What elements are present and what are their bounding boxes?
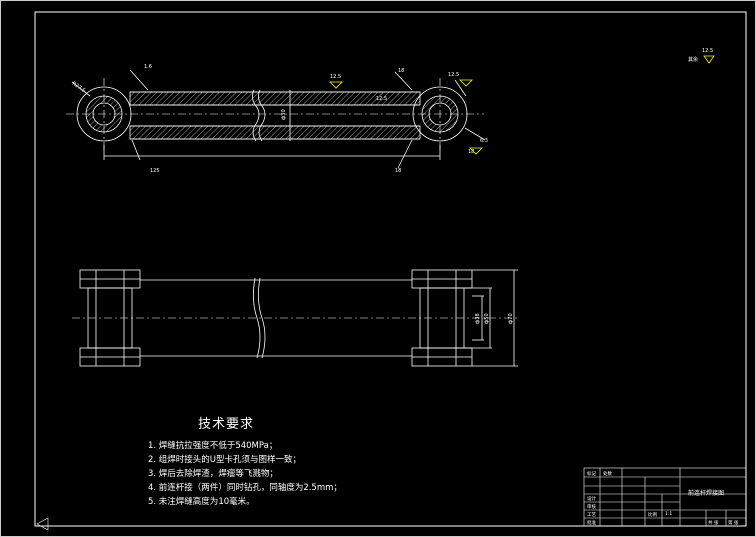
side-view-dims: ф38 ф50 ф70 [475, 313, 514, 324]
title-block [583, 467, 747, 527]
title-block-cell: 处数 [603, 472, 612, 477]
tech-requirements: 技术要求 1. 焊缝抗拉强度不低于540MPa； 2. 组焊时接头的U型卡孔须与… [148, 413, 448, 509]
side-break-line-2 [258, 277, 266, 359]
weld-symbols [329, 55, 715, 155]
break-line [252, 89, 260, 142]
title-block-name: 前连杆焊接图 [688, 490, 725, 497]
tech-req-item: 5. 未注焊缝高度为10毫米。 [148, 497, 255, 507]
inner-frame [34, 11, 747, 527]
title-block-cell: 工艺 [587, 513, 596, 518]
title-block-cell: 审核 [587, 505, 596, 510]
title-block-cell: 第 张 [728, 521, 739, 526]
tech-req-item: 3. 焊后去除焊渣，焊瘤等飞溅物； [148, 469, 278, 479]
dim-label: 18 [395, 168, 401, 174]
title-block-cell: 批准 [587, 521, 596, 526]
dim-label: 6.3 [480, 138, 488, 144]
centerlines [66, 78, 520, 319]
tech-req-item: 2. 组焊时接头的U型卡孔须与图样一致； [148, 455, 302, 465]
break-line-2 [258, 89, 266, 142]
lower-wall-hatch [129, 125, 421, 140]
dim-label: 12.5 [448, 72, 459, 78]
roughness-value: 12.5 [702, 48, 713, 54]
tech-req-title: 技术要求 [198, 417, 255, 432]
title-block-cell: 比例 [648, 513, 657, 518]
roughness-label: 其余 [688, 56, 698, 63]
dim-label: ф50 [484, 313, 490, 324]
side-view [79, 269, 518, 367]
title-block-cell: 设计 [587, 497, 596, 502]
dim-label: 18 [398, 68, 404, 74]
dim-label: 12.5 [330, 74, 341, 80]
title-block-cell: 1:1 [665, 512, 673, 517]
side-break-line [253, 277, 261, 359]
dim-label: ф38 [475, 313, 481, 324]
dim-label: ф70 [508, 313, 514, 324]
corner-marker [36, 517, 49, 531]
top-view [71, 69, 486, 169]
dim-label: 12.5 [376, 96, 387, 102]
dim-label: 125 [150, 168, 160, 174]
dim-label: R27.5 [71, 81, 86, 94]
title-block-cell: 标记 [587, 472, 596, 477]
dim-label: 1.6 [144, 64, 152, 70]
dim-label: ф30 [281, 109, 287, 120]
tech-req-item: 1. 焊缝抗拉强度不低于540MPa； [148, 441, 278, 451]
title-block-cell: 共 张 [708, 521, 719, 526]
dim-label: 18 [468, 149, 474, 155]
tech-req-item: 4. 前连杆接（两件）同时钻孔，同轴度为2.5mm； [148, 483, 342, 493]
